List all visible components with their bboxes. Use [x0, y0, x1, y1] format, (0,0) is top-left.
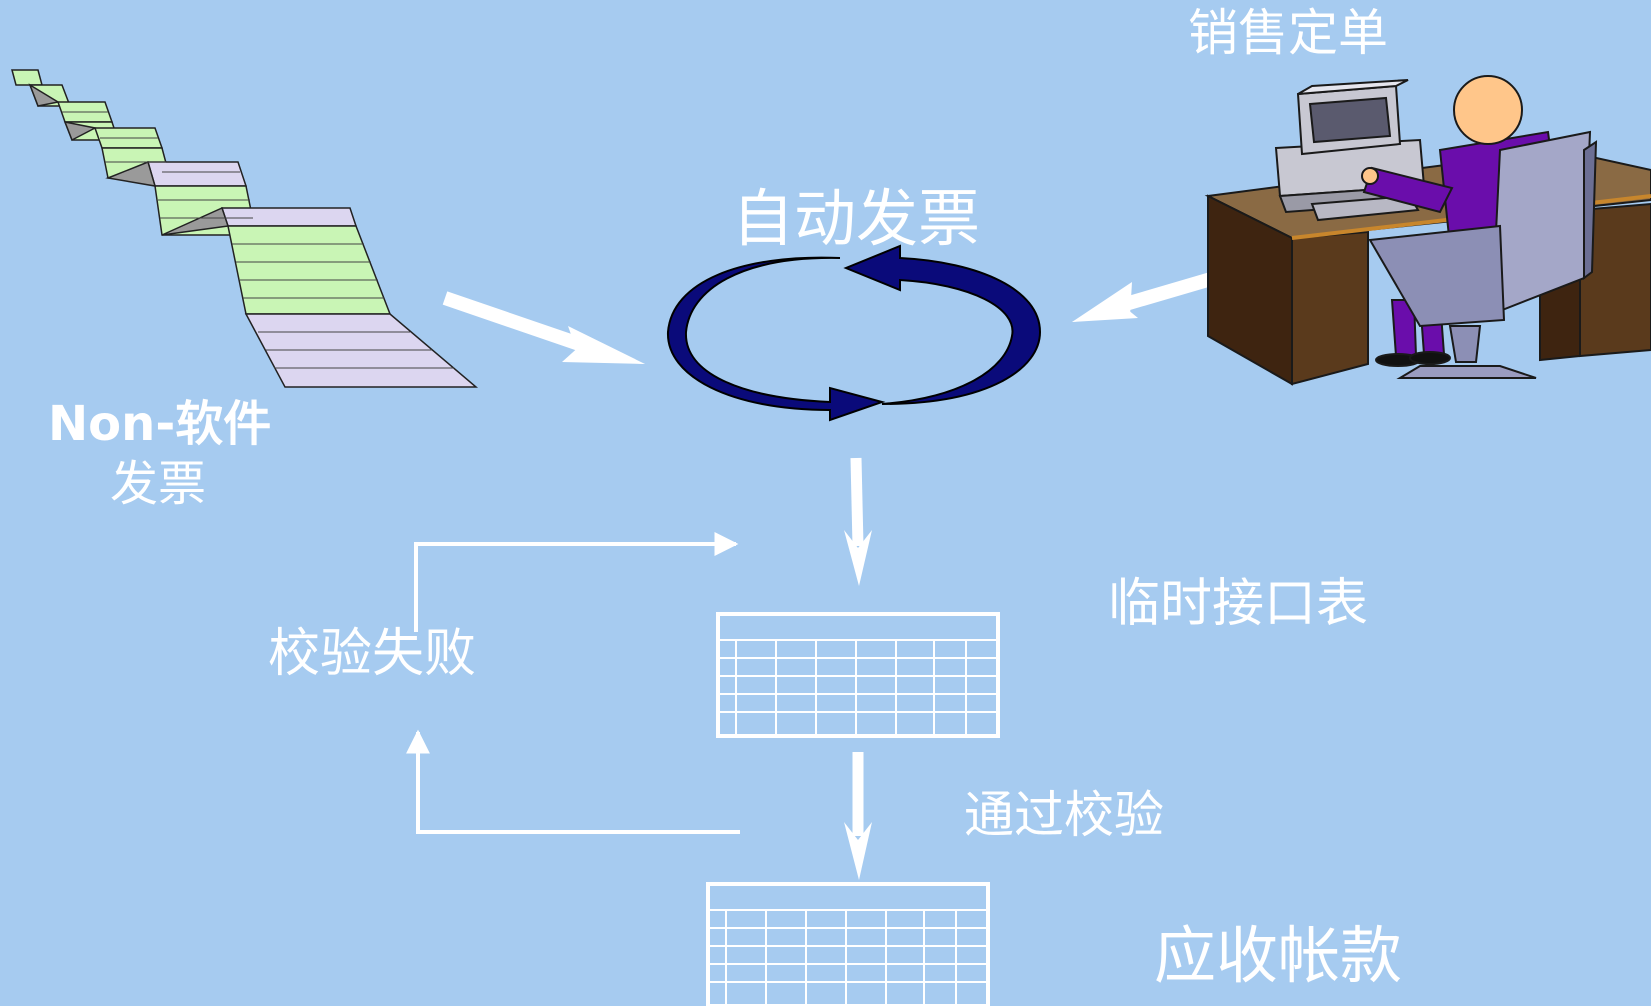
non-software-label: Non-软件: [48, 396, 272, 452]
arrow-temp-to-ar: [844, 752, 872, 880]
computer-operator-icon: [1204, 75, 1651, 386]
temp-interface-table-label: 临时接口表: [1108, 574, 1369, 634]
invoice-label: 发票: [110, 456, 207, 512]
arrow-invoices-to-cycle: [442, 291, 645, 364]
arrow-cycle-to-temp: [844, 457, 872, 586]
paper-stack-icon: [11, 69, 479, 388]
validation-failed-label: 校验失败: [268, 624, 477, 684]
accounts-receivable-label: 应收帐款: [1154, 919, 1403, 992]
table-grid-icon: [706, 882, 990, 1006]
arrow-order-to-cycle: [1072, 267, 1230, 322]
sales-order-label: 销售定单: [1188, 4, 1388, 62]
validation-passed-label: 通过校验: [964, 786, 1164, 844]
cycle-arrows-icon: [666, 244, 1042, 422]
auto-invoice-label: 自动发票: [732, 182, 981, 255]
table-grid-icon: [716, 612, 1000, 738]
failure-loop-arrows: [406, 532, 740, 834]
